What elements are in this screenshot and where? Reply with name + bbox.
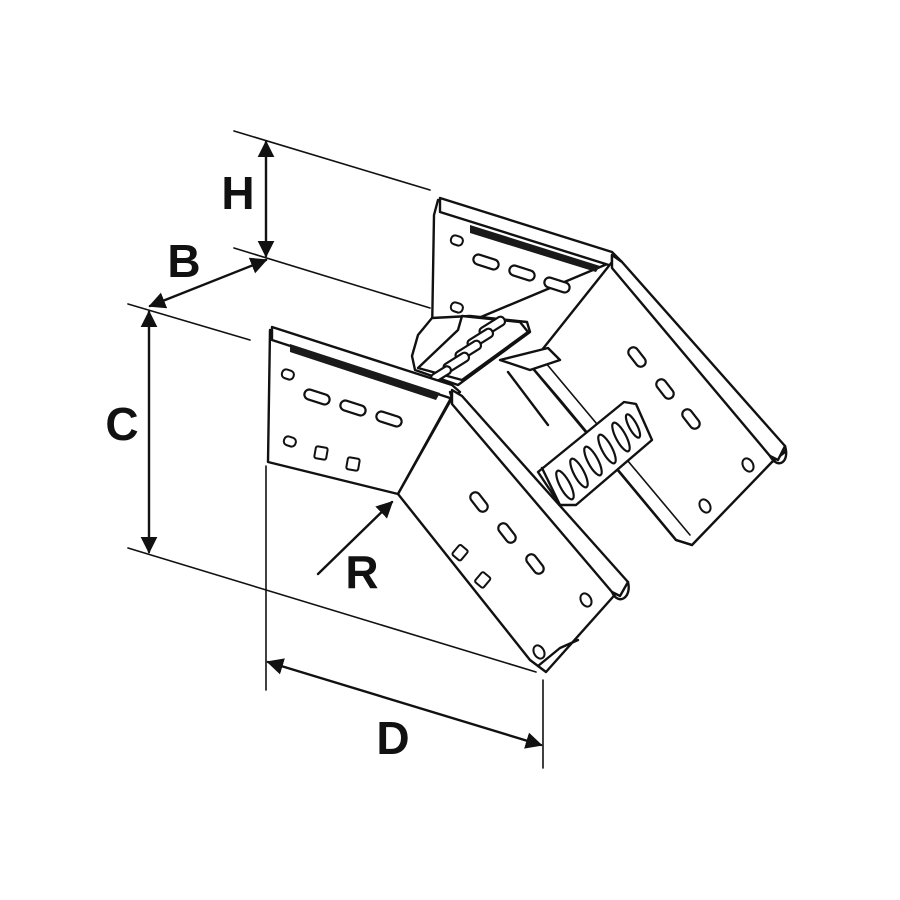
label-c: C (105, 398, 138, 450)
dimension-b-line (148, 257, 268, 309)
rung-lower (536, 400, 654, 507)
rung-upper (410, 314, 532, 387)
back-arm-slots (627, 346, 755, 514)
dimension-d-line (266, 658, 543, 749)
back-side-rail (430, 196, 788, 547)
label-b: B (167, 235, 200, 287)
back-plate-slots (449, 234, 571, 314)
center-floor (498, 346, 562, 427)
label-r: R (345, 546, 378, 598)
dimension-lines (127, 130, 544, 769)
label-d: D (376, 712, 409, 764)
label-h: H (221, 167, 254, 219)
dimension-r-leader (316, 500, 394, 576)
front-arm-slots (451, 491, 593, 660)
front-plate-slots (280, 368, 403, 472)
